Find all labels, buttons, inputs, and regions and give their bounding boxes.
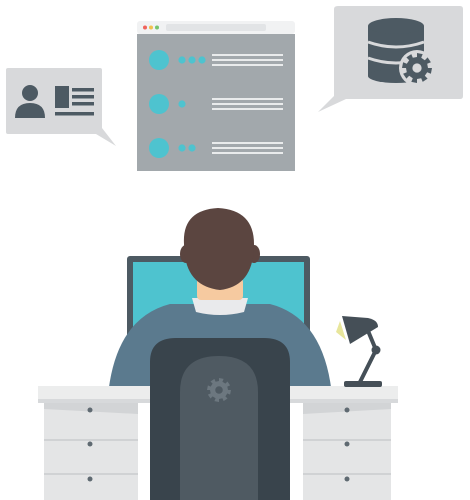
user-icon — [15, 85, 45, 118]
id-card-icon — [55, 86, 94, 116]
gear-hole — [412, 63, 422, 73]
window-list-row — [149, 138, 283, 158]
lamp-base — [344, 381, 382, 387]
row-text-line — [212, 142, 283, 144]
chair-back-panel — [180, 356, 258, 500]
window-list-row — [149, 50, 283, 70]
window-dot-red — [143, 25, 147, 30]
row-text-line — [212, 147, 283, 149]
row-avatar-circle — [149, 94, 169, 114]
left-speech-bubble — [6, 68, 116, 146]
window-address-bar — [166, 24, 266, 31]
row-bullet-dot — [178, 100, 186, 108]
right-drawer-cabinet — [303, 403, 391, 500]
row-avatar-circle — [149, 50, 169, 70]
row-bullet-dot — [178, 56, 186, 64]
drawer-knob — [87, 476, 93, 482]
row-avatar-circle — [149, 138, 169, 158]
row-bullet-dot — [188, 144, 196, 152]
list-window-icon — [137, 21, 295, 171]
gear-icon — [207, 378, 231, 402]
row-text-line — [212, 59, 283, 61]
row-text-line — [212, 64, 283, 66]
row-text-line — [212, 98, 283, 100]
window-dot-green — [155, 25, 159, 30]
row-bullet-dot — [188, 56, 196, 64]
window-rows — [149, 50, 283, 158]
lamp-shade — [342, 316, 378, 344]
desk-lamp-icon — [336, 316, 382, 387]
row-text-line — [212, 103, 283, 105]
shirt-collar — [192, 298, 248, 315]
window-list-row — [149, 94, 283, 114]
drawer-knob — [87, 441, 93, 447]
gear-icon — [399, 50, 435, 86]
row-bullet-dot — [198, 56, 206, 64]
drawer-knob — [344, 407, 350, 413]
drawer-knob — [87, 407, 93, 413]
person-head — [180, 208, 260, 290]
drawer-knob — [344, 476, 350, 482]
lamp-light — [336, 321, 346, 340]
drawer-knob — [344, 441, 350, 447]
office-chair — [150, 338, 290, 500]
row-text-line — [212, 152, 283, 154]
right-speech-bubble — [318, 6, 463, 112]
gear-hole — [215, 386, 223, 394]
window-dot-yellow — [149, 25, 153, 30]
row-text-line — [212, 108, 283, 110]
left-drawer-cabinet — [44, 403, 138, 500]
row-text-line — [212, 54, 283, 56]
row-bullet-dot — [178, 144, 186, 152]
